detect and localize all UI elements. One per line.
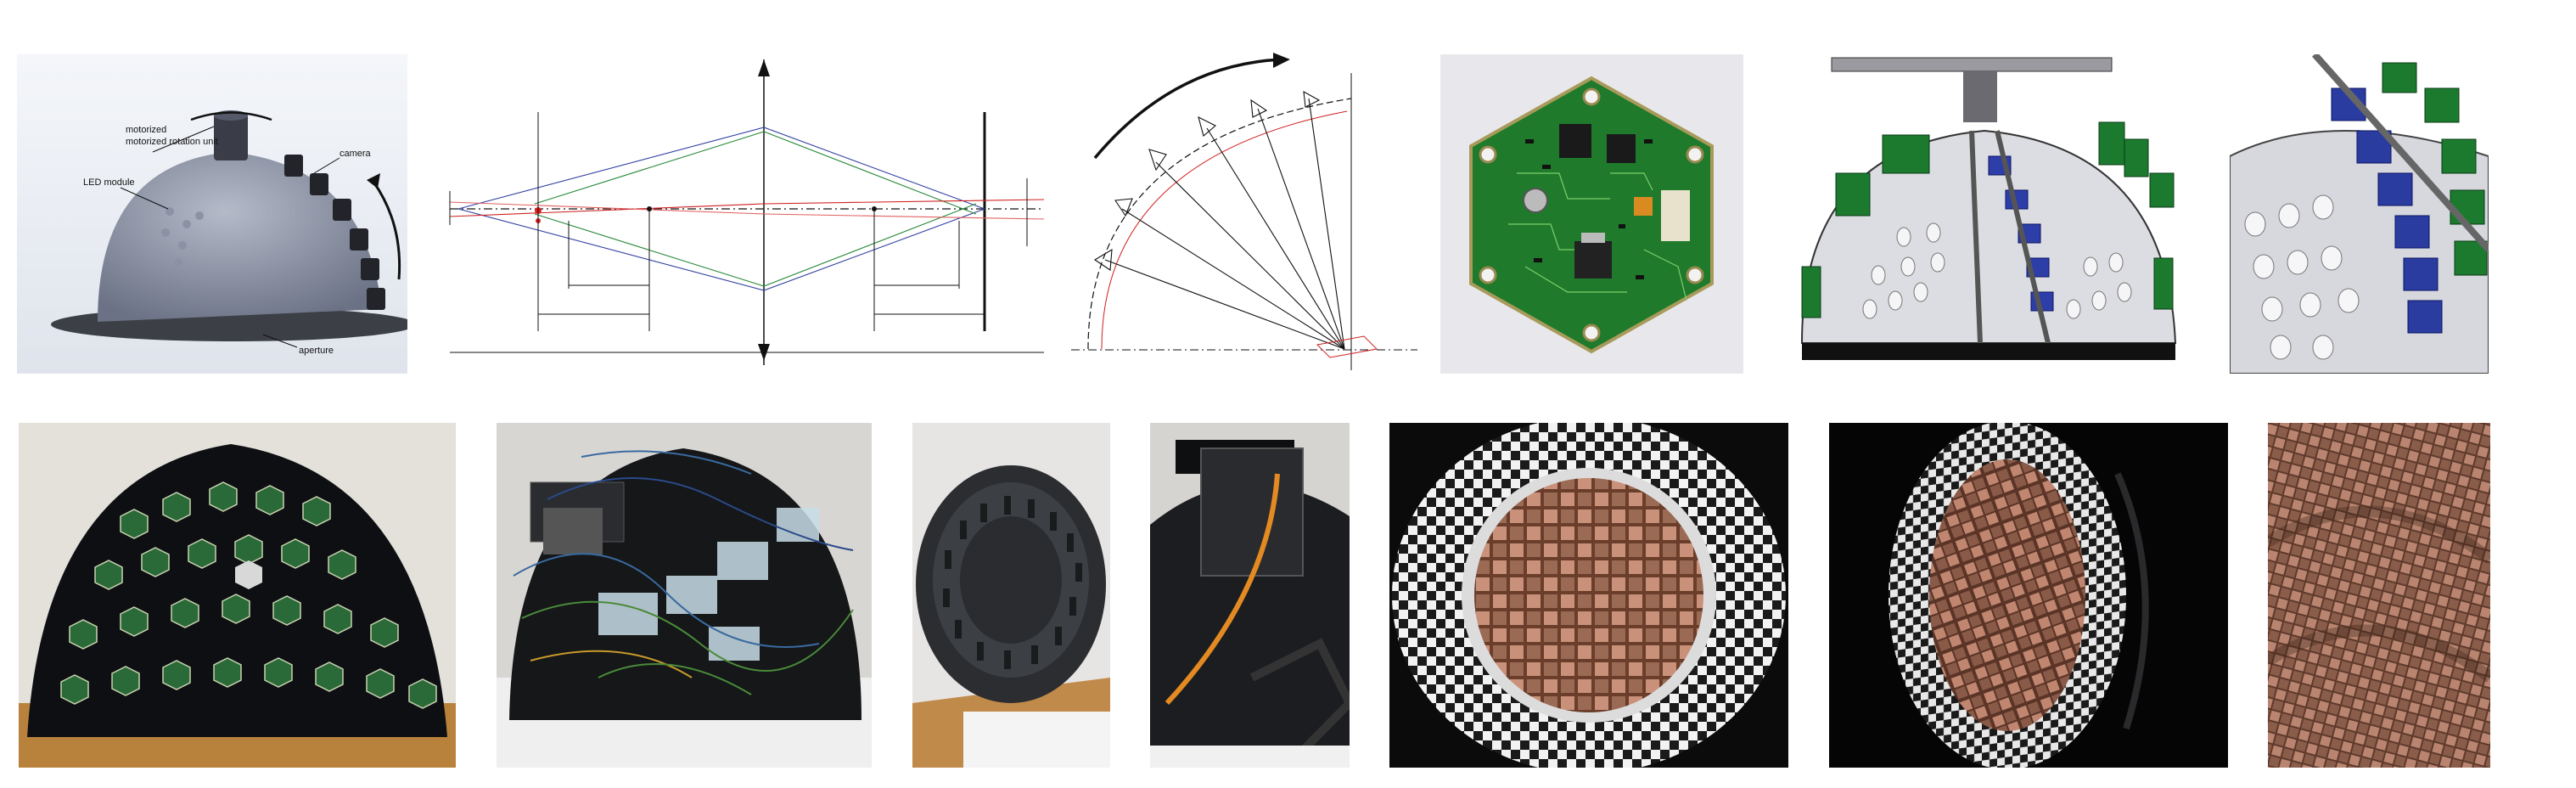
dome-interior-photo-panel [912,423,1110,768]
optical-ray-diagram-panel [433,51,1052,374]
led-dome-photo [19,423,456,768]
woven-sample-oblique-panel [1829,423,2228,768]
wired-dome-photo [497,423,872,768]
woven-texture-render [2268,423,2490,768]
cad-device-render: motorized motorized rotation unit camera… [17,54,407,374]
label-led-module: LED module [83,177,135,188]
label-rotation: motorized rotation unit [126,137,218,147]
carbon-housing-photo [1150,423,1350,768]
led-circuit-board-photo [1440,54,1743,374]
dome-interior-photo [912,423,1110,768]
cad-dome-cutaway-front [1768,54,2201,374]
wired-dome-photo-panel [497,423,872,768]
cad-dome-cutaway-detail-panel [2230,54,2489,374]
led-circuit-board-photo-panel [1440,54,1743,374]
cad-dome-cutaway-front-panel [1768,54,2201,374]
woven-sample-oblique [1829,423,2228,768]
camera-arc-diagram [1071,48,1417,374]
label-camera: camera [340,149,372,159]
cad-device-render-panel: motorized motorized rotation unit camera… [17,54,407,374]
woven-sample-checkerboard-panel [1389,423,1788,768]
optical-ray-diagram [433,51,1052,374]
led-dome-photo-panel [19,423,456,768]
carbon-housing-photo-panel [1150,423,1350,768]
label-rotation-line1: motorized [126,125,166,135]
woven-texture-render-panel [2268,423,2490,768]
label-aperture: aperture [299,346,334,356]
woven-sample-checkerboard [1389,423,1788,768]
cad-dome-cutaway-detail [2230,54,2489,374]
camera-arc-diagram-panel [1071,48,1417,374]
